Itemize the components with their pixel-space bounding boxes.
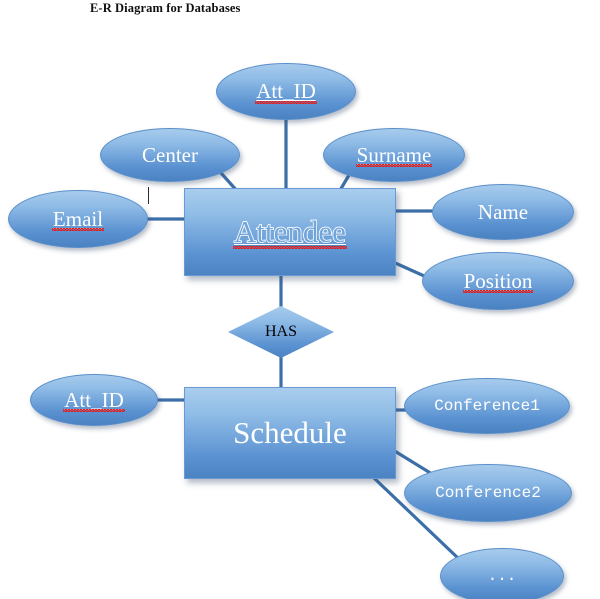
attribute-label-position: Position bbox=[462, 268, 534, 294]
text-cursor-caret bbox=[148, 187, 149, 204]
attribute-label-email: Email bbox=[51, 206, 105, 232]
page-title: E-R Diagram for Databases bbox=[90, 1, 241, 15]
edge-schedule-conf2 bbox=[392, 448, 433, 476]
attribute-label-name: Name bbox=[477, 199, 529, 224]
attribute-ellipse-center[interactable]: Center bbox=[100, 128, 240, 182]
entity-box-schedule[interactable]: Schedule bbox=[184, 387, 396, 479]
edge-schedule-dots bbox=[372, 476, 462, 562]
attribute-label-center: Center bbox=[142, 142, 198, 167]
attribute-ellipse-att-id-bottom[interactable]: Att_ID bbox=[30, 374, 158, 426]
attribute-ellipse-ellipsis[interactable]: ... bbox=[440, 548, 564, 599]
relationship-diamond-has[interactable]: HAS bbox=[228, 306, 334, 358]
attribute-ellipse-conference2[interactable]: Conference2 bbox=[404, 464, 572, 522]
attribute-ellipse-surname[interactable]: Surname bbox=[323, 128, 465, 182]
attribute-label-ellipsis: ... bbox=[487, 566, 517, 585]
relationship-label-has: HAS bbox=[264, 323, 297, 340]
attribute-label-conference1: Conference1 bbox=[434, 396, 540, 415]
attribute-ellipse-name[interactable]: Name bbox=[432, 184, 574, 240]
attribute-label-att-id-top: Att_ID bbox=[255, 79, 317, 104]
attribute-ellipse-conference1[interactable]: Conference1 bbox=[404, 378, 570, 434]
entity-label-attendee: Attendee bbox=[233, 213, 347, 249]
attribute-label-conference2: Conference2 bbox=[435, 483, 541, 502]
entity-box-attendee[interactable]: Attendee bbox=[184, 188, 396, 276]
attribute-ellipse-email[interactable]: Email bbox=[8, 190, 148, 248]
attribute-label-surname: Surname bbox=[355, 142, 432, 168]
attribute-ellipse-position[interactable]: Position bbox=[422, 252, 574, 310]
attribute-ellipse-att-id-top[interactable]: Att_ID bbox=[216, 63, 356, 120]
entity-label-schedule: Schedule bbox=[233, 414, 347, 450]
attribute-label-att-id-bottom: Att_ID bbox=[63, 387, 125, 413]
